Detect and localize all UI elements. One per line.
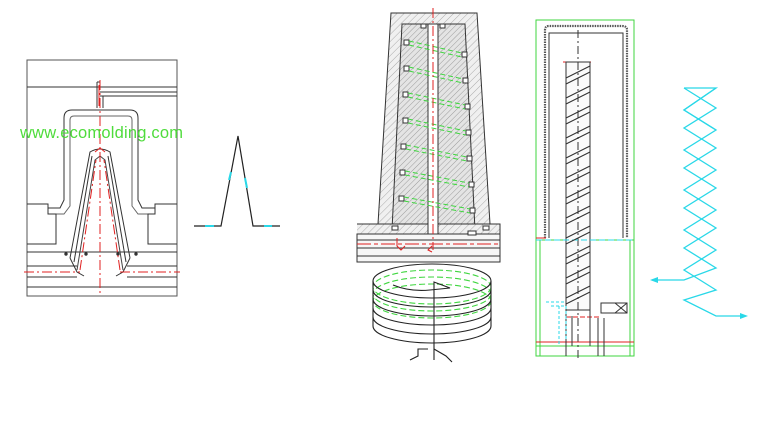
figure-5-screw-flights: [565, 65, 591, 305]
figure-3-centerlines: [357, 8, 500, 253]
figure-5-helical-insert-core: [535, 19, 635, 360]
figure-4-helical-coil: [372, 263, 492, 363]
figure-3-tapered-core: [356, 12, 501, 263]
watermark-text: www.ecomolding.com: [20, 124, 184, 142]
figure-6-inlet-arrow-icon: [650, 277, 658, 283]
figure-2-peak-profile: [194, 135, 280, 227]
figure-6-outlet-arrow-icon: [740, 313, 748, 319]
figure-1-core-section: [26, 59, 178, 297]
figure-3-spiral-cooling: [403, 40, 471, 214]
figure-2-cyan-marks: [205, 171, 272, 227]
figure-6-zigzag-flow: [652, 87, 744, 317]
figure-1-centerlines: [24, 80, 180, 296]
